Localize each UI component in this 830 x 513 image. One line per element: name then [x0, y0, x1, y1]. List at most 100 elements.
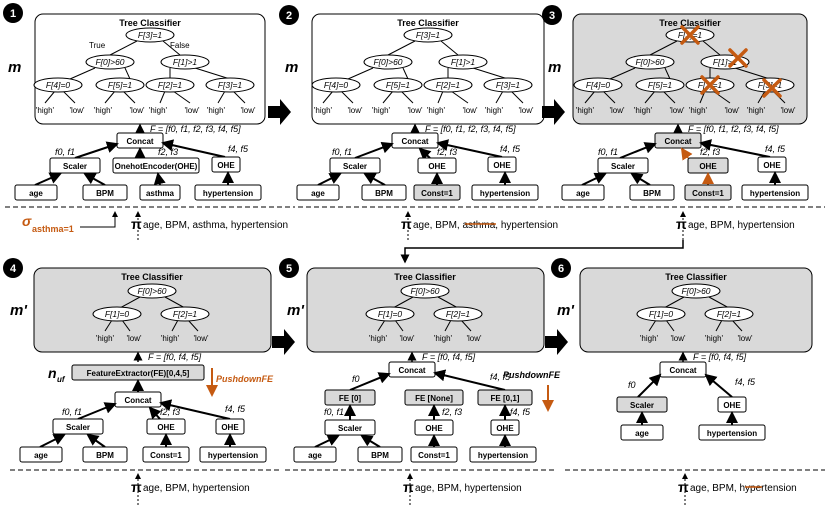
input-hypertension [199, 446, 267, 463]
branch-true-label: True [89, 41, 106, 50]
input-age [14, 184, 58, 201]
tree-node: F[3]=1 [218, 80, 243, 90]
tree-leaf: 'low' [466, 334, 482, 343]
input-age [19, 446, 63, 463]
input-label: age [635, 429, 649, 438]
tree-leaf: 'low' [184, 106, 200, 115]
tree-leaf: 'low' [724, 106, 740, 115]
edge-label: f2, f3 [437, 147, 457, 157]
fe-label: FE [0,1] [491, 394, 520, 403]
concat-label: Concat [398, 366, 425, 375]
node-symbol: n [48, 365, 57, 381]
step-number: 4 [10, 263, 17, 275]
tree-leaf: 'high' [689, 106, 708, 115]
tree-node: F[0]>60 [373, 57, 402, 67]
tree-node: F[5]=1 [386, 80, 411, 90]
tree-classifier-box [34, 13, 266, 125]
tree-node: F[3]=1 [138, 30, 163, 40]
input-label: hypertension [478, 451, 528, 460]
tree-leaf: 'high' [747, 106, 766, 115]
edge-label: f0, f1 [62, 407, 82, 417]
concat-box [388, 361, 436, 378]
step-badge-3 [542, 5, 562, 25]
full-tree-2: F[3]=1 F[0]>60 F[1]>1 F[4]=0 F[5]=1 F[2]… [311, 27, 534, 115]
tree-leaf: 'low' [126, 334, 142, 343]
tree-leaf: 'high' [96, 334, 115, 343]
ohe-label: OHE [425, 424, 443, 433]
concat-box [659, 361, 707, 378]
tree-leaf: 'low' [609, 106, 625, 115]
concat-label: Concat [669, 366, 696, 375]
projection-symbol: π [131, 216, 142, 232]
step-number: 1 [10, 8, 16, 20]
projection-columns: age, BPM, asthma, hypertension [413, 220, 558, 231]
tree-leaf: 'high' [161, 334, 180, 343]
input-bpm [629, 184, 675, 201]
edge-label: f0, f1 [332, 147, 352, 157]
tree-leaf: 'low' [129, 106, 145, 115]
next-step-arrow [268, 99, 291, 125]
feature-vector-label: F = [f0, f1, f2, f3, f4, f5] [150, 124, 241, 134]
tree-leaf: 'high' [705, 334, 724, 343]
projection-symbol: π [401, 216, 412, 232]
scaler-box [52, 418, 104, 435]
edge-label: f0, f1 [598, 147, 618, 157]
step-badge-5 [279, 258, 299, 278]
feature-vector-label: F = [f0, f1, f2, f3, f4, f5] [688, 124, 779, 134]
tree-classifier-title: Tree Classifier [394, 272, 456, 282]
input-age [296, 184, 340, 201]
tree-leaf: 'high' [434, 334, 453, 343]
input-label: hypertension [750, 189, 800, 198]
input-age [561, 184, 605, 201]
scaler-label: Scaler [338, 424, 362, 433]
ohe-label: OHE [699, 162, 717, 171]
ohe-label: OHE [723, 401, 741, 410]
ohe-label: OHE [221, 423, 239, 432]
edge-label: f2, f3 [442, 407, 462, 417]
panel-6: 6 Tree Classifier m' F[0]>60 F[1]=0 F[2]… [551, 258, 825, 505]
input-label: age [29, 189, 43, 198]
tree-node: F[1]=0 [105, 309, 130, 319]
ohe-label: OnehotEncoder(OHE) [115, 162, 198, 171]
projection-columns: age, BPM, hypertension [143, 483, 250, 494]
branch-false-label: False [170, 41, 190, 50]
feature-vector-label: F = [f0, f4, f5] [148, 352, 202, 362]
scaler-label: Scaler [611, 162, 635, 171]
tree-node: F[2]=1 [436, 80, 461, 90]
edge-label: f4, f5 [490, 372, 511, 382]
tree-leaf: 'high' [94, 106, 113, 115]
feature-vector-label: F = [f0, f1, f2, f3, f4, f5] [425, 124, 516, 134]
projection-columns: age, BPM, hypertension [415, 483, 522, 494]
scaler-box [597, 157, 649, 174]
step-badge-2 [279, 5, 299, 25]
tree-node: F[1]>1 [713, 57, 738, 67]
tree-leaf: 'low' [737, 334, 753, 343]
pruned-tree-4: F[0]>60 F[1]=0 F[2]=1 'high' 'low' 'high… [92, 283, 210, 343]
feature-vector-label: F = [f0, f4, f5] [422, 352, 476, 362]
scaler-box [49, 157, 101, 174]
model-label: m [285, 59, 298, 76]
tree-leaf: 'low' [193, 334, 209, 343]
input-label: BPM [643, 189, 661, 198]
next-step-arrow [542, 99, 565, 125]
input-const [410, 446, 458, 463]
tree-node: F[4]=0 [586, 80, 611, 90]
input-bpm [357, 446, 403, 463]
step-number: 3 [549, 10, 555, 22]
input-hypertension [471, 184, 539, 201]
removed-column: asthma [462, 220, 495, 231]
projection-symbol: π [678, 479, 689, 495]
edge-label: f2, f3 [158, 147, 178, 157]
tree-node: F[0]>60 [635, 57, 664, 67]
edge-label: f2, f3 [700, 147, 720, 157]
input-hypertension [194, 184, 262, 201]
edge-label: f4, f5 [500, 144, 521, 154]
step-number: 2 [286, 10, 292, 22]
input-label: BPM [96, 451, 114, 460]
projection-symbol: π [131, 479, 142, 495]
tree-node: F[1]>1 [173, 57, 198, 67]
ohe-label: OHE [496, 424, 514, 433]
sigma-symbol: σ [22, 213, 32, 229]
input-label: BPM [371, 451, 389, 460]
